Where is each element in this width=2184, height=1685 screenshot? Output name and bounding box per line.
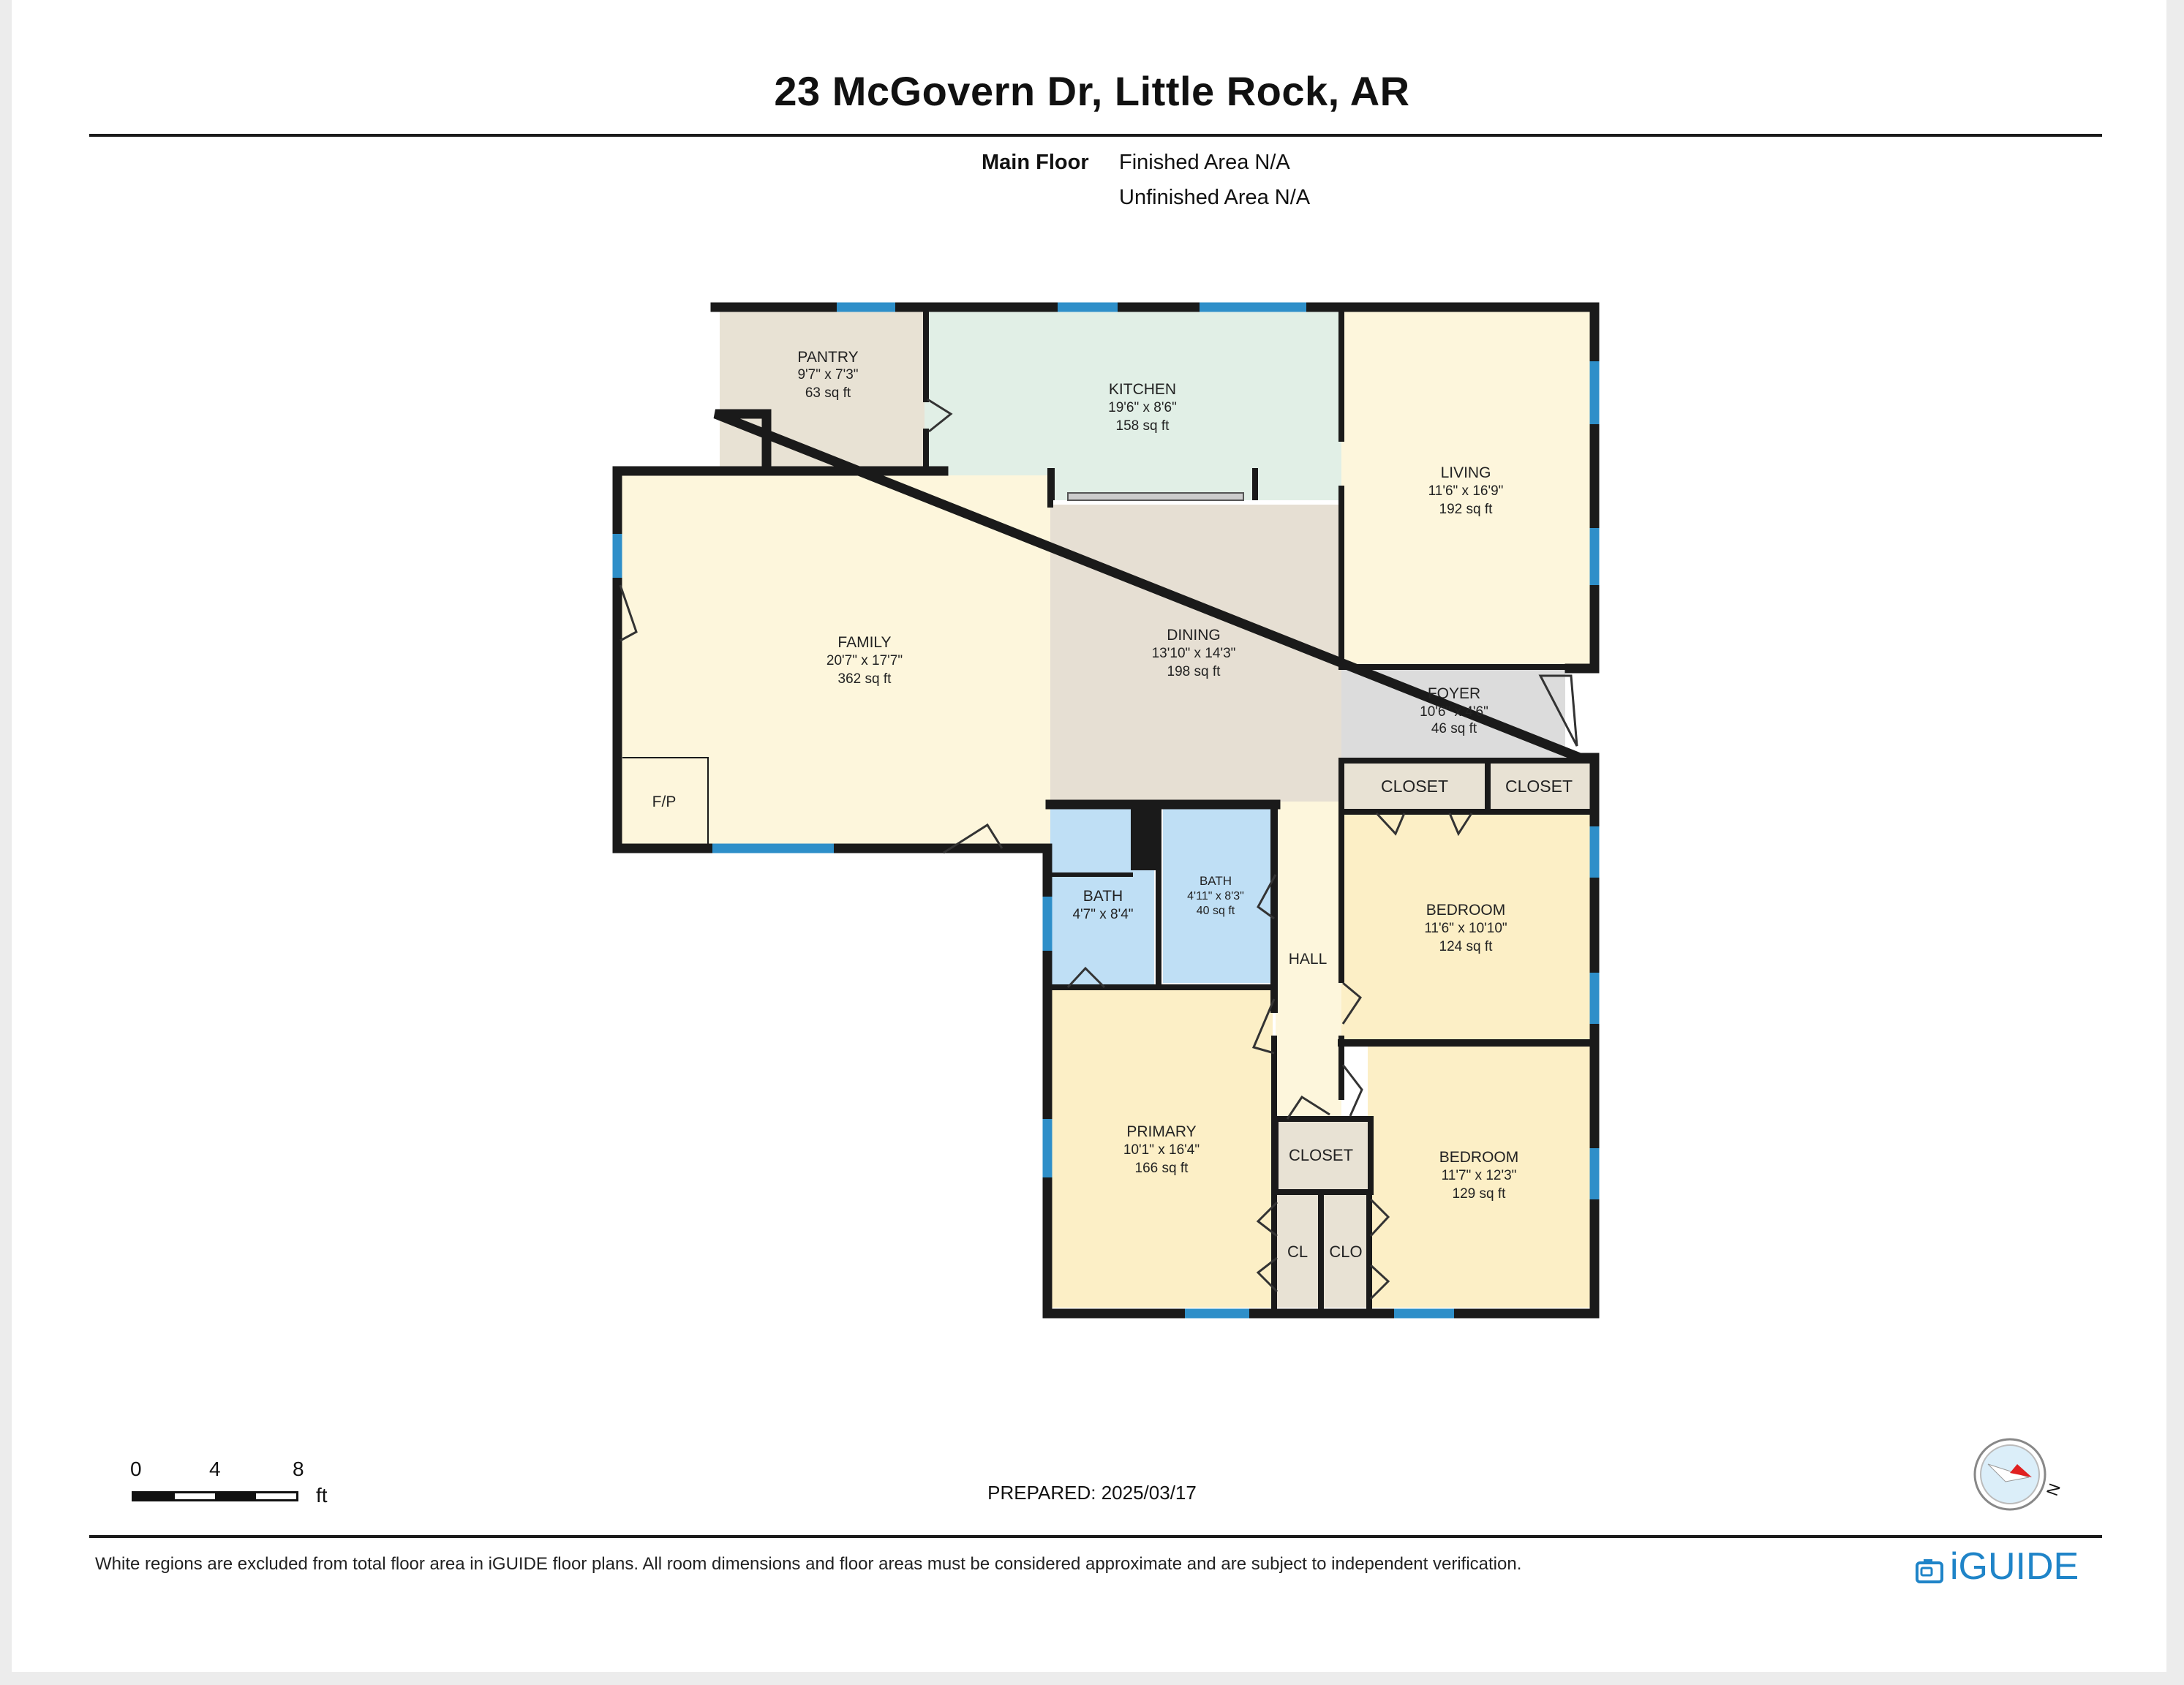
- family-name: FAMILY: [837, 634, 891, 651]
- dining-name: DINING: [1167, 627, 1221, 644]
- door-swing: [1251, 998, 1276, 1055]
- family-area: [617, 475, 1050, 847]
- door-swing: [1538, 674, 1578, 747]
- primary-dims: 10'1" x 16'4": [1123, 1142, 1200, 1158]
- kitchen-dims: 19'6" x 8'6": [1108, 400, 1177, 415]
- unfinished-area: Unfinished Area N/A: [1119, 186, 1311, 209]
- door-swing: [1256, 1201, 1279, 1237]
- door-swing: [1256, 1256, 1279, 1293]
- scale-label-8: 8: [293, 1458, 304, 1480]
- iguide-logo: iGUIDE: [1915, 1545, 2090, 1588]
- scale-label-4: 4: [209, 1458, 221, 1480]
- primary-area-text: 166 sq ft: [1135, 1161, 1189, 1176]
- kitchen-area-text: 158 sq ft: [1116, 418, 1170, 434]
- floor-name: Main Floor: [982, 151, 1089, 174]
- dining-area-text: 198 sq ft: [1167, 664, 1221, 679]
- foyer-area-text: 46 sq ft: [1431, 721, 1477, 736]
- primary-name: PRIMARY: [1126, 1123, 1196, 1140]
- door-swing: [619, 584, 638, 642]
- bath-2-area-text: 40 sq ft: [1197, 905, 1235, 917]
- scale-unit: ft: [316, 1484, 328, 1507]
- foyer-name: FOYER: [1428, 685, 1480, 702]
- kitchen-name: KITCHEN: [1109, 381, 1176, 398]
- bath-area-2: [1163, 807, 1274, 983]
- door-swing: [1448, 813, 1473, 837]
- door-swing: [1375, 812, 1406, 836]
- bath-2-name: BATH: [1200, 874, 1232, 888]
- bath-1-dims: 4'7" x 8'4": [1072, 907, 1133, 922]
- property-address-title: 23 McGovern Dr, Little Rock, AR: [774, 68, 1410, 114]
- living-dims: 11'6" x 16'9": [1428, 483, 1504, 499]
- cl-label: CL: [1287, 1243, 1308, 1261]
- door-swing: [1286, 1095, 1330, 1120]
- finished-area: Finished Area N/A: [1119, 151, 1290, 174]
- closet-label-1: CLOSET: [1381, 777, 1448, 796]
- bedroom-2-area-text: 129 sq ft: [1453, 1186, 1507, 1202]
- foyer-dims: 10'6" x 4'6": [1420, 704, 1488, 720]
- closet-area-3: [1276, 1122, 1371, 1192]
- living-area-text: 192 sq ft: [1439, 502, 1494, 517]
- pantry-name: PANTRY: [797, 349, 858, 366]
- scale-label-0: 0: [130, 1458, 142, 1480]
- bath-chase: [1131, 807, 1160, 870]
- pantry-area: [720, 312, 925, 472]
- family-dims: 20'7" x 17'7": [826, 653, 903, 668]
- closet-area-1: [1341, 759, 1488, 813]
- bedroom-1-area-text: 124 sq ft: [1439, 939, 1494, 954]
- scale-bar: 0 4 8 ft: [130, 1458, 350, 1509]
- north-compass-icon: N: [1972, 1435, 2064, 1514]
- bedroom-2-name: BEDROOM: [1439, 1149, 1519, 1166]
- hall-label: HALL: [1289, 951, 1328, 968]
- fireplace-label: F/P: [652, 794, 677, 810]
- footer-divider: [89, 1535, 2102, 1538]
- bedroom-1-name: BEDROOM: [1426, 902, 1506, 919]
- dining-dims: 13'10" x 14'3": [1152, 646, 1236, 661]
- door-swing: [1257, 874, 1277, 920]
- pantry-dims: 9'7" x 7'3": [797, 367, 858, 382]
- bedroom-area-2: [1368, 1044, 1590, 1308]
- exterior-wall: [612, 302, 1600, 1319]
- door-swing: [1369, 1198, 1390, 1237]
- bedroom-area-1: [1341, 813, 1590, 1041]
- kitchen-pass-through: [1067, 492, 1244, 501]
- door-swing: [943, 823, 1003, 854]
- door-swing: [1066, 966, 1106, 989]
- door-swing: [1341, 981, 1362, 1025]
- bath-2-dims: 4'11" x 8'3": [1187, 890, 1244, 902]
- header-divider: [89, 134, 2102, 137]
- clo-area: [1322, 1192, 1368, 1308]
- family-area-text: 362 sq ft: [838, 671, 892, 687]
- living-name: LIVING: [1441, 464, 1491, 481]
- iguide-camera-icon: [1915, 1552, 1944, 1583]
- living-area: [1341, 312, 1590, 668]
- cl-area: [1276, 1192, 1321, 1308]
- closet-area-2: [1488, 759, 1590, 813]
- pantry-area-text: 63 sq ft: [805, 385, 851, 401]
- hall-area: [1276, 802, 1341, 1122]
- clo-label: CLO: [1329, 1243, 1362, 1261]
- door-swing: [1341, 1064, 1363, 1117]
- bath-1-name: BATH: [1083, 888, 1123, 905]
- door-swing: [1369, 1264, 1390, 1300]
- closet-label-3: CLOSET: [1289, 1146, 1353, 1164]
- bedroom-2-dims: 11'7" x 12'3": [1442, 1168, 1517, 1183]
- disclaimer-text: White regions are excluded from total fl…: [95, 1554, 1522, 1574]
- prepared-date: PREPARED: 2025/03/17: [987, 1482, 1197, 1504]
- dining-area: [1050, 505, 1341, 802]
- door-swing: [927, 398, 953, 433]
- scale-ruler: [132, 1491, 298, 1501]
- foyer-area: [1341, 668, 1565, 759]
- bedroom-1-dims: 11'6" x 10'10": [1424, 921, 1507, 936]
- primary-area: [1050, 986, 1273, 1308]
- iguide-brand-text: iGUIDE: [1950, 1545, 2079, 1588]
- closet-label-2: CLOSET: [1505, 777, 1573, 796]
- kitchen-area: [925, 312, 1341, 500]
